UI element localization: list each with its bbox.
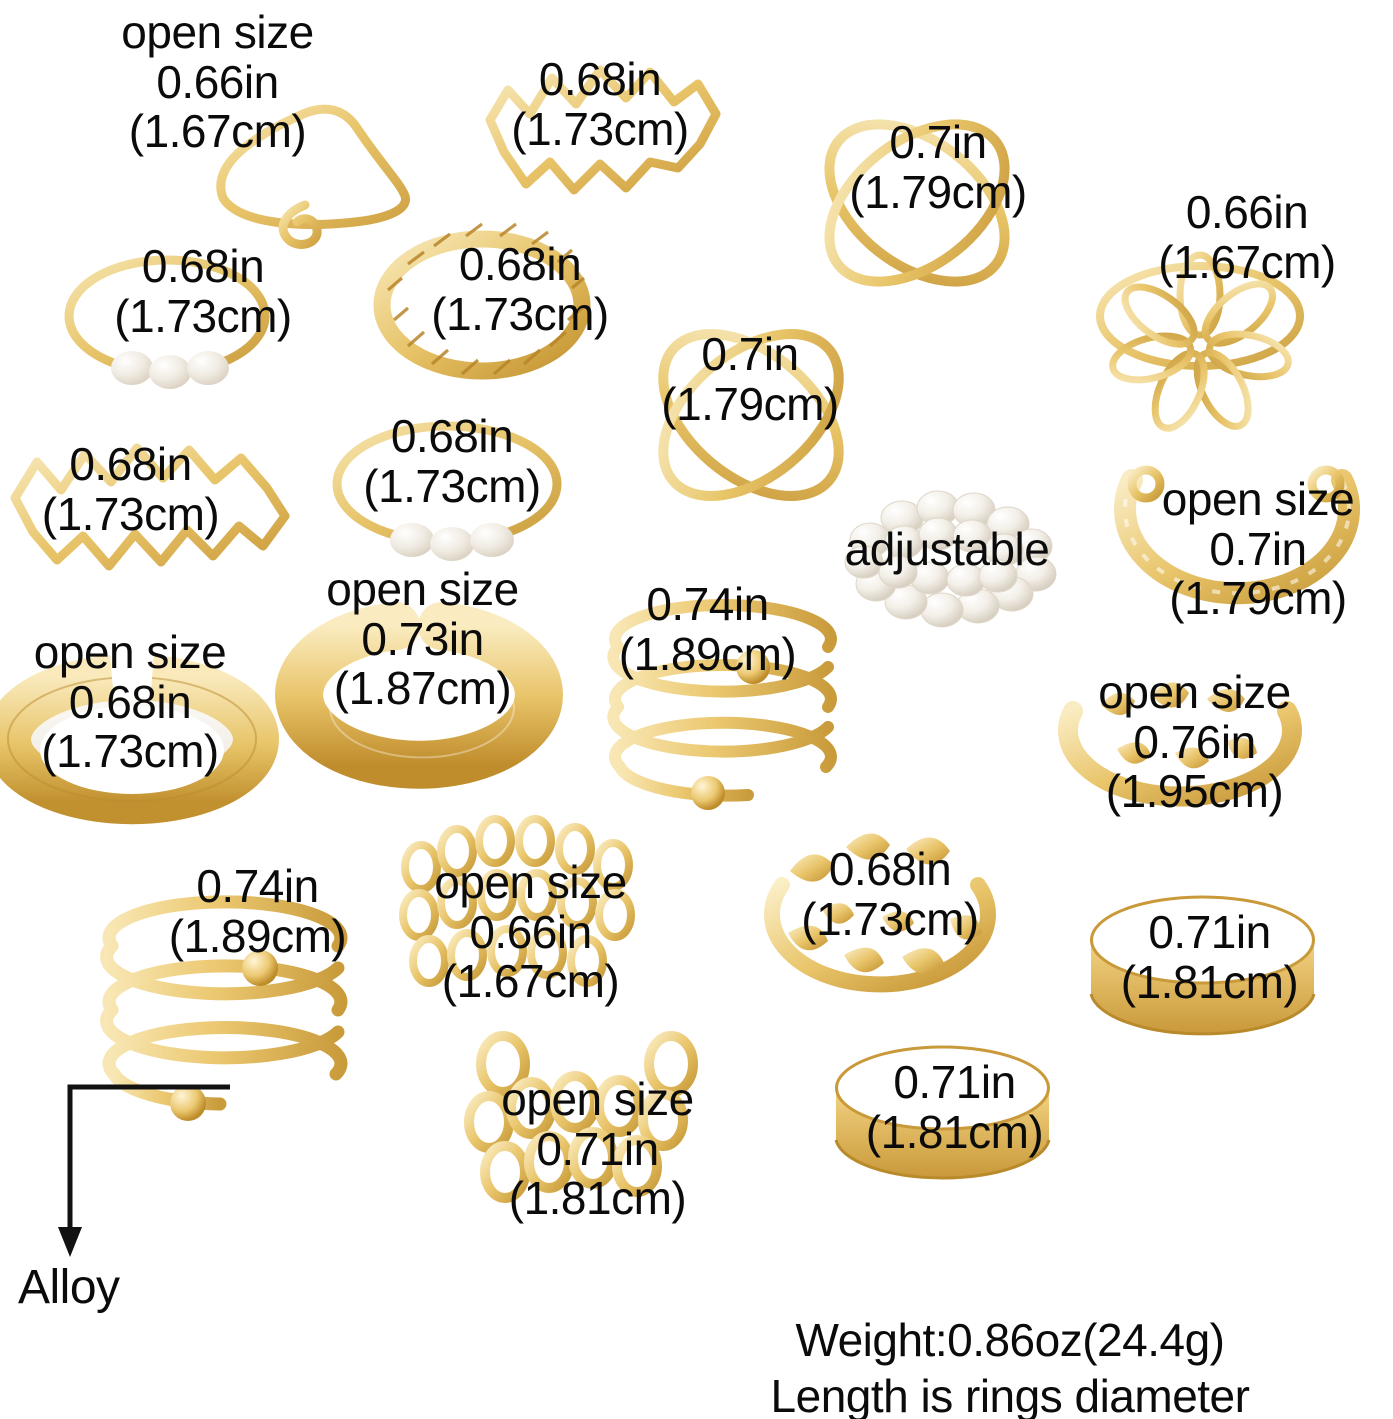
- size-cm-text: (1.79cm): [1169, 572, 1347, 625]
- open-size-text: open size: [501, 1073, 694, 1125]
- length-note-text: Length is rings diameter: [770, 1370, 1250, 1419]
- label-ring-6: 0.68in (1.73cm): [420, 238, 620, 340]
- label-ring-20: open size 0.71in (1.81cm): [475, 1073, 720, 1225]
- label-ring-11: open size 0.7in (1.79cm): [1133, 473, 1383, 625]
- ring-twisted-rope: [372, 222, 592, 383]
- label-ring-14: 0.74in (1.89cm): [600, 578, 815, 680]
- size-inch-text: 0.68in: [141, 240, 265, 292]
- size-cm-text: (1.81cm): [1120, 955, 1299, 1008]
- size-cm-text: (1.87cm): [333, 662, 512, 715]
- size-cm-text: (1.67cm): [441, 955, 620, 1008]
- label-ring-21: 0.71in (1.81cm): [852, 1056, 1057, 1158]
- ring-flower-wire: [1090, 250, 1310, 432]
- label-ring-5: 0.68in (1.73cm): [103, 240, 303, 342]
- open-size-text: open size: [434, 856, 627, 908]
- size-inch-text: 0.7in: [889, 116, 987, 168]
- label-ring-13: open size 0.73in (1.87cm): [300, 563, 545, 715]
- open-size-text: open size: [1098, 666, 1291, 718]
- label-ring-10-adjustable: adjustable: [822, 523, 1072, 575]
- open-size-text: open size: [326, 563, 519, 615]
- size-cm-text: (1.73cm): [801, 892, 979, 945]
- size-inch-text: 0.66in: [156, 55, 279, 108]
- size-inch-text: 0.7in: [1209, 522, 1307, 575]
- label-ring-12: open size 0.68in (1.73cm): [10, 626, 250, 778]
- size-inch-text: 0.71in: [536, 1122, 659, 1175]
- size-cm-text: (1.73cm): [431, 287, 609, 340]
- size-cm-text: (1.95cm): [1105, 765, 1284, 818]
- label-ring-19: 0.71in (1.81cm): [1107, 906, 1312, 1008]
- ring-plain-band-a: [1085, 890, 1320, 1050]
- size-inch-text: 0.66in: [1185, 186, 1309, 238]
- ring-leaf-open: [1055, 665, 1305, 835]
- label-ring-2: 0.68in (1.73cm): [495, 53, 705, 155]
- size-inch-text: 0.71in: [893, 1056, 1016, 1108]
- size-cm-text: (1.73cm): [363, 459, 541, 512]
- ring-spiral-coil-a: [598, 595, 848, 825]
- ring-laurel-leaf: [760, 825, 1000, 1015]
- ring-wavy-band: [5, 420, 295, 580]
- ring-wide-open-band: [275, 600, 563, 789]
- size-cm-text: (1.89cm): [618, 627, 797, 680]
- ring-white-enamel-open: [0, 650, 279, 830]
- size-cm-text: (1.73cm): [511, 102, 689, 155]
- label-ring-3: 0.7in (1.79cm): [838, 116, 1038, 218]
- size-inch-text: 0.66in: [469, 905, 592, 958]
- size-inch-text: 0.74in: [646, 578, 769, 630]
- size-cm-text: (1.73cm): [41, 725, 219, 778]
- label-ring-16: 0.74in (1.89cm): [150, 860, 365, 962]
- size-cm-text: (1.81cm): [508, 1172, 687, 1225]
- alloy-callout-arrow-icon: [55, 1075, 235, 1265]
- label-ring-1: open size 0.66in (1.67cm): [100, 6, 335, 158]
- size-inch-text: 0.76in: [1133, 715, 1256, 768]
- ring-pointed-wire: [205, 80, 420, 249]
- ring-x-cross-mid: [640, 290, 862, 540]
- ring-spiral-coil-b: [90, 890, 360, 1135]
- ring-wavy-zigzag: [478, 40, 728, 200]
- size-inch-text: 0.68in: [69, 438, 192, 490]
- size-inch-text: 0.68in: [828, 843, 952, 895]
- size-cm-text: (1.79cm): [661, 377, 839, 430]
- size-inch-text: 0.74in: [196, 860, 319, 912]
- ring-x-cross-top: [810, 78, 1025, 328]
- size-inch-text: 0.68in: [390, 410, 514, 462]
- size-inch-text: 0.68in: [458, 238, 582, 290]
- open-size-text: open size: [1161, 473, 1355, 525]
- adjustable-text: adjustable: [844, 523, 1050, 575]
- size-inch-text: 0.73in: [361, 612, 484, 665]
- ring-pearl-beaded: [830, 480, 1060, 630]
- size-cm-text: (1.73cm): [41, 487, 220, 540]
- ring-pearl-trio-a: [62, 250, 272, 390]
- size-cm-text: (1.67cm): [1158, 235, 1336, 288]
- footer-spec: Weight:0.86oz(24.4g) Length is rings dia…: [640, 1312, 1380, 1419]
- ring-curb-chain-open: [464, 1030, 710, 1225]
- size-inch-text: 0.71in: [1148, 906, 1271, 958]
- size-inch-text: 0.7in: [701, 328, 799, 380]
- alloy-label: Alloy: [18, 1262, 218, 1314]
- alloy-text: Alloy: [18, 1261, 120, 1314]
- ring-plain-band-b: [830, 1040, 1055, 1195]
- weight-text: Weight:0.86oz(24.4g): [795, 1314, 1225, 1366]
- size-inch-text: 0.68in: [68, 675, 192, 728]
- ring-filigree-open: [1110, 450, 1365, 630]
- ring-chain-loop-open: [395, 815, 645, 1010]
- label-ring-17: open size 0.66in (1.67cm): [408, 856, 653, 1008]
- size-cm-text: (1.73cm): [114, 289, 292, 342]
- label-ring-18: 0.68in (1.73cm): [790, 843, 990, 945]
- label-ring-8: 0.68in (1.73cm): [28, 438, 233, 540]
- size-cm-text: (1.89cm): [168, 909, 347, 962]
- label-ring-7: 0.7in (1.79cm): [650, 328, 850, 430]
- label-ring-9: 0.68in (1.73cm): [352, 410, 552, 512]
- label-ring-15: open size 0.76in (1.95cm): [1072, 666, 1317, 818]
- size-inch-text: 0.68in: [538, 53, 662, 105]
- open-size-text: open size: [33, 626, 227, 678]
- label-ring-4: 0.66in (1.67cm): [1142, 186, 1352, 288]
- size-cm-text: (1.67cm): [128, 105, 307, 158]
- open-size-text: open size: [121, 6, 314, 58]
- size-cm-text: (1.81cm): [865, 1105, 1044, 1158]
- size-cm-text: (1.79cm): [849, 165, 1027, 218]
- ring-pearl-trio-b: [330, 418, 565, 568]
